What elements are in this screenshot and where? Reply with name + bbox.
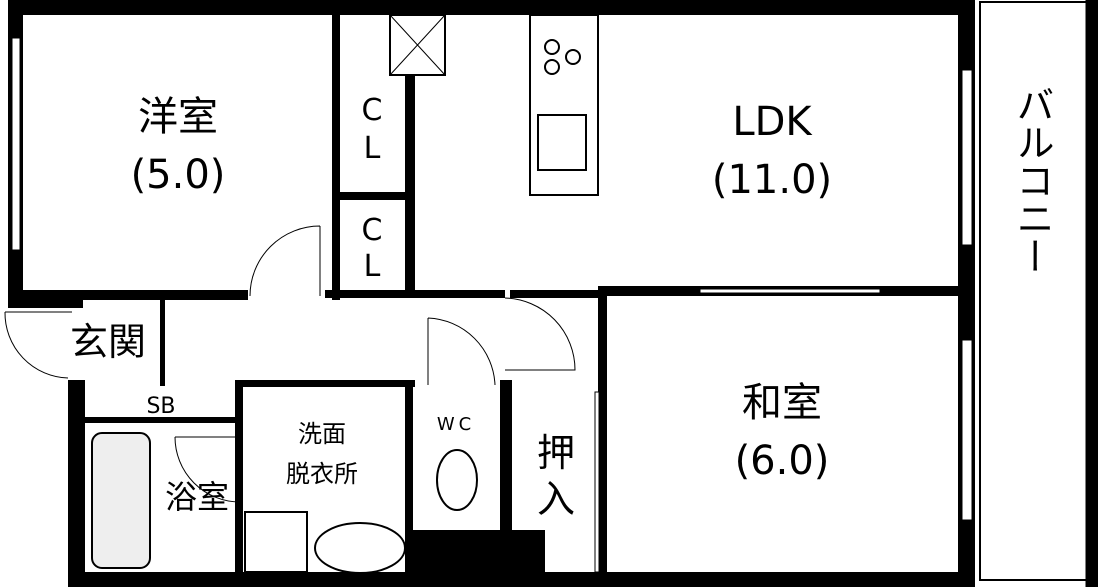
japanese-room-size: (6.0) [735,438,830,484]
storage-label: 押 [537,431,575,475]
closet-2-label: C [362,213,383,248]
shoe-box-label: SB [146,394,175,419]
entrance-label: 玄関 [70,320,146,364]
storage-label-2: 入 [537,477,575,521]
skylight [389,14,446,76]
toilet-fixture [436,449,478,511]
balcony [979,0,1098,587]
kitchen-counter [529,14,599,196]
closet-1-label-2: L [364,131,381,166]
ldk-size: (11.0) [712,157,832,203]
balcony-label: バルコニー [1010,85,1054,275]
bathtub [91,432,151,569]
western-room-size: (5.0) [131,152,226,198]
bathroom-label: 浴室 [165,478,229,516]
openings [4,37,973,573]
closet-2-label-2: L [364,249,381,284]
fixtures [91,432,478,574]
washroom-label: 洗面 [298,420,346,448]
japanese-room-label: 和室 [742,380,822,426]
closet-1-label: C [362,93,383,128]
western-room-label: 洋室 [138,94,218,140]
washbasin [314,522,406,574]
washing-machine-pan [244,511,308,573]
ldk-label: LDK [732,99,813,145]
washroom-label-2: 脱衣所 [286,460,358,488]
toilet-label: WC [437,414,475,435]
